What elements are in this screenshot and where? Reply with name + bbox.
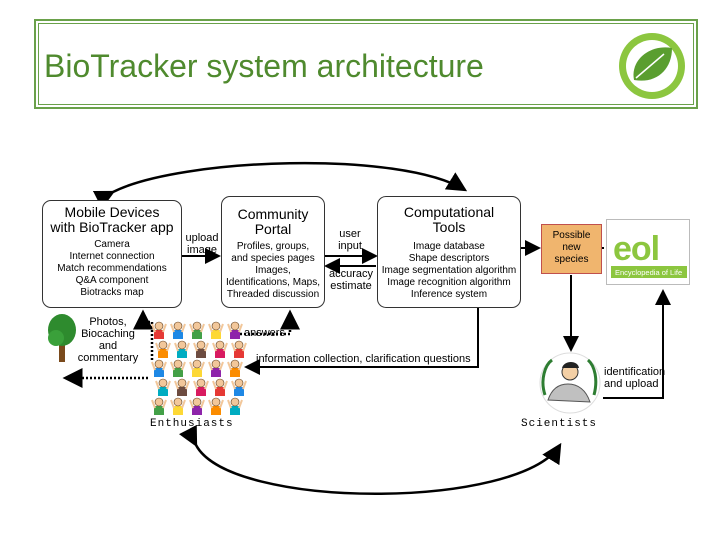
bottom-double-arrow [178, 424, 562, 495]
community-portal-title: Community Portal [237, 206, 309, 237]
computational-tools-features: Image database Shape descriptors Image s… [381, 241, 517, 300]
title-frame [34, 19, 698, 109]
info-collection-label: information collection, clarification qu… [256, 353, 471, 365]
mobile-devices-features: Camera Internet connection Match recomme… [57, 239, 167, 298]
scientist-icon [539, 352, 601, 414]
eol-logo-icon: eol Encyclopedia of Life [611, 230, 687, 278]
accuracy-estimate-label: accuracy estimate [328, 268, 374, 292]
tree-icon [48, 314, 76, 362]
eol-logo-subtitle: Encyclopedia of Life [615, 268, 682, 277]
enthusiast-mobile-dotted-arrow [133, 309, 154, 360]
answers-dotted-arrow [240, 309, 300, 336]
leaf-logo-icon [619, 33, 685, 99]
title-frame-inner [38, 23, 694, 105]
page-title: BioTracker system architecture [44, 48, 484, 84]
top-double-arrow [92, 161, 468, 209]
enthusiasts-label: Enthusiasts [150, 418, 234, 430]
upload-image-label: upload image [185, 232, 219, 256]
user-input-label: user input [338, 228, 362, 252]
community-portal-features: Profiles, groups, and species pages Imag… [226, 241, 320, 300]
mobile-devices-title: Mobile Devices with BioTracker app [50, 204, 174, 235]
possible-new-species-box: Possible new species [541, 224, 602, 274]
computational-tools-box: Computational Tools Image database Shape… [377, 196, 521, 308]
eol-logo: eol Encyclopedia of Life [606, 219, 690, 285]
enthusiasts-crowd-icon [151, 321, 247, 415]
community-portal-box: Community Portal Profiles, groups, and s… [221, 196, 325, 308]
answers-label: answers [244, 327, 285, 339]
scientists-label: Scientists [521, 418, 598, 430]
mobile-devices-box: Mobile Devices with BioTracker app Camer… [42, 200, 182, 308]
eol-logo-text: eol [613, 230, 659, 268]
computational-tools-title: Computational Tools [403, 204, 495, 235]
identification-arrow [603, 289, 671, 399]
photos-label: Photos, Biocaching and commentary [77, 316, 139, 364]
identification-label: identification and upload [604, 366, 666, 390]
info-collection-arrow [244, 307, 479, 375]
